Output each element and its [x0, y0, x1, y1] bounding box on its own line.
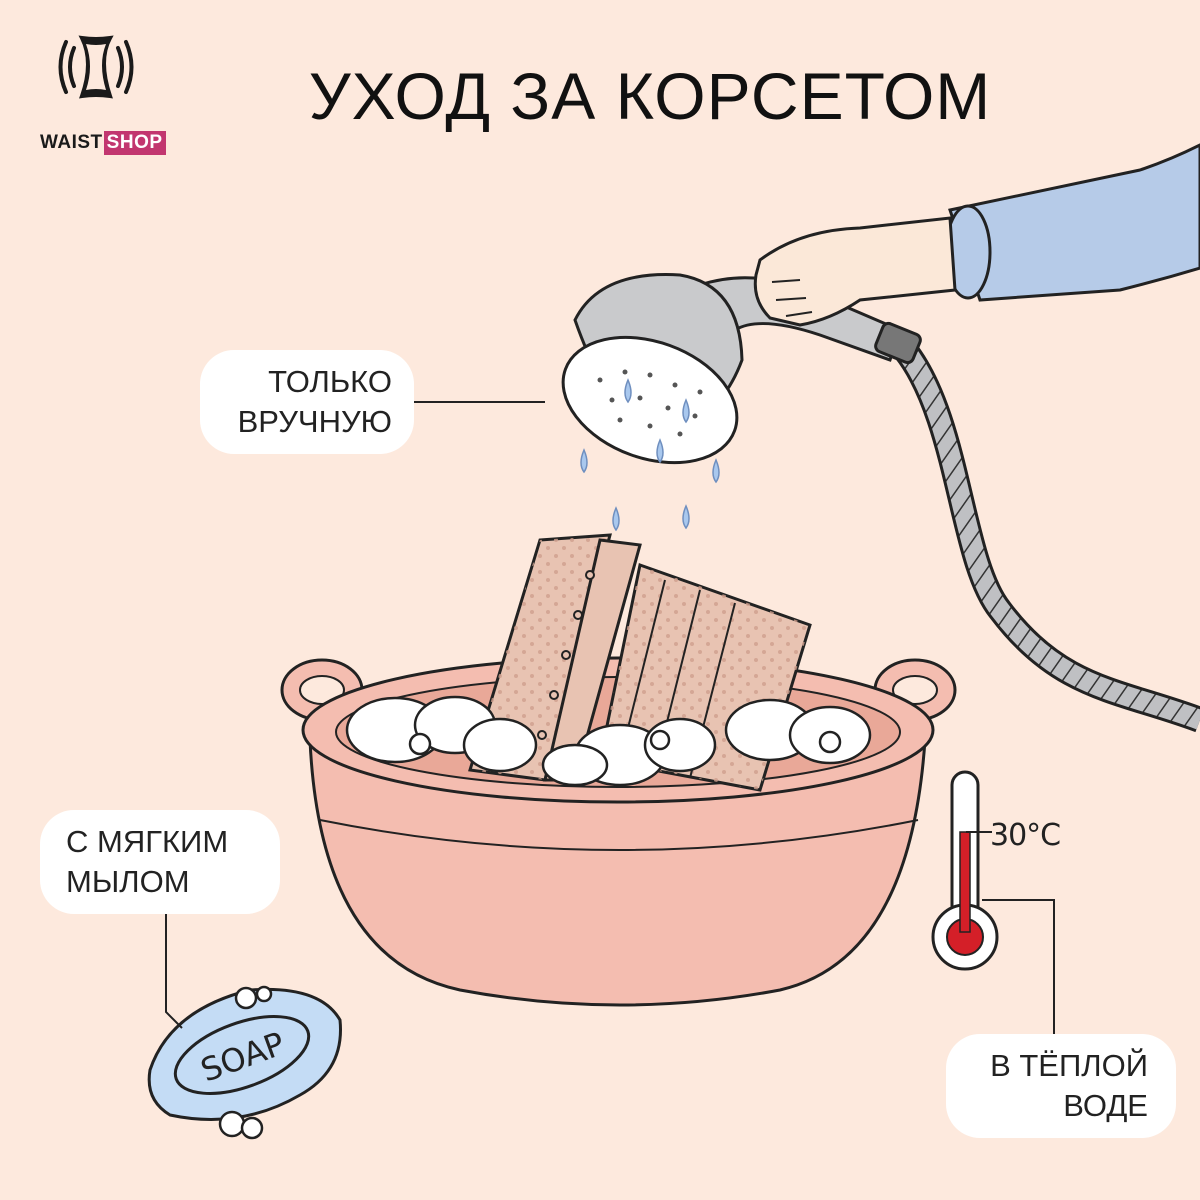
shower-head-icon — [561, 273, 922, 465]
label-mild-soap-line1: С МЯГКИМ — [66, 824, 229, 859]
label-hand-wash-line1: ТОЛЬКО — [268, 364, 392, 399]
soap-bar-icon — [147, 985, 342, 1140]
label-mild-soap-line2: МЫЛОМ — [66, 864, 190, 899]
brand-name-part1: WAIST — [40, 132, 103, 153]
thermometer-icon — [931, 770, 999, 971]
thermometer-reading: 30°C — [990, 818, 1061, 853]
label-mild-soap: С МЯГКИМ МЫЛОМ — [40, 810, 280, 914]
label-warm-water-line1: В ТЁПЛОЙ — [990, 1048, 1148, 1083]
label-hand-wash-line2: ВРУЧНУЮ — [237, 404, 392, 439]
brand-logo-icon — [58, 35, 134, 99]
label-warm-water: В ТЁПЛОЙ ВОДЕ — [946, 1034, 1176, 1138]
soap-foam — [345, 695, 872, 787]
shower-hose — [894, 341, 1200, 733]
label-warm-water-line2: ВОДЕ — [1063, 1088, 1148, 1123]
arm-sleeve — [944, 143, 1200, 302]
leader-lines — [165, 401, 1055, 1036]
page-title: УХОД ЗА КОРСЕТОМ — [308, 59, 992, 133]
brand-name-part2: SHOP — [103, 131, 166, 155]
hand-icon — [753, 216, 957, 327]
label-hand-wash: ТОЛЬКО ВРУЧНУЮ — [200, 350, 414, 454]
